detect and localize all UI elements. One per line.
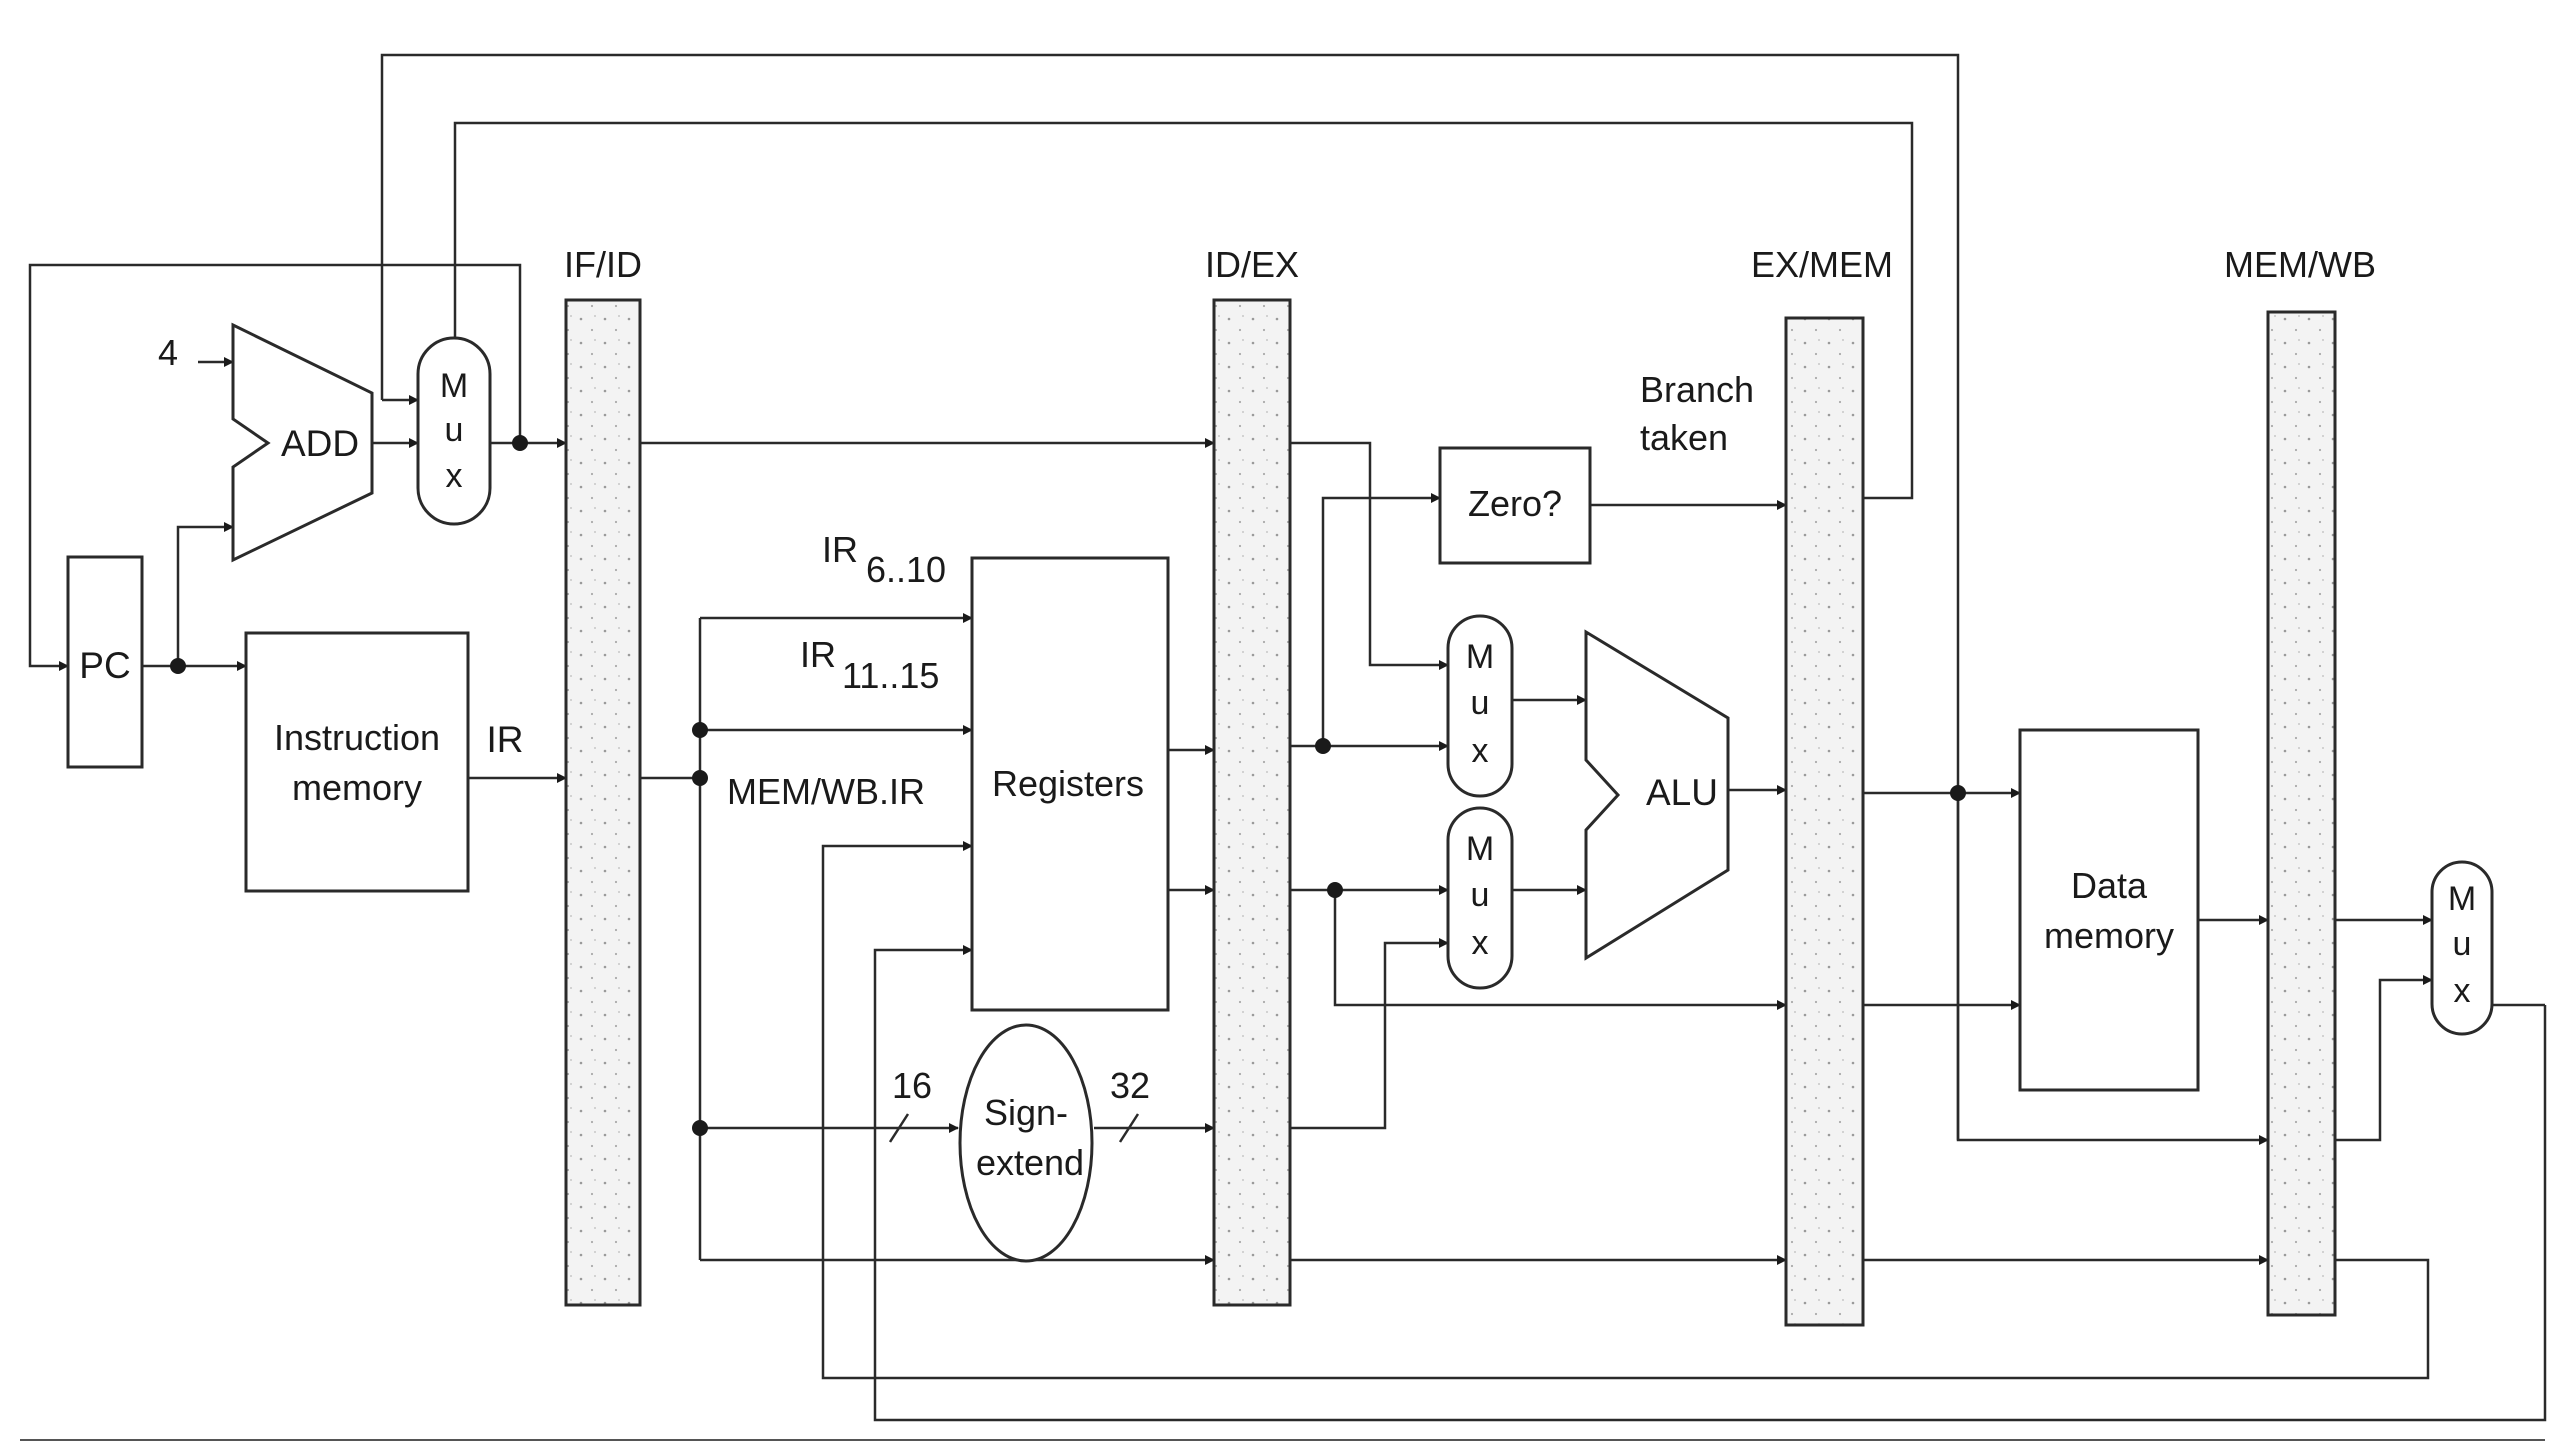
- alu-mux-a-letter-m: M: [1466, 638, 1494, 676]
- branch-taken-line1: Branch: [1640, 369, 1754, 410]
- writeback-mux-letter-u: u: [2453, 925, 2472, 963]
- pipeline-register-ex-mem: EX/MEM: [1751, 244, 1893, 1327]
- zero-label: Zero?: [1468, 483, 1562, 524]
- sign-extend-line1: Sign-: [984, 1092, 1068, 1133]
- mem-wb-ir-label: MEM/WB.IR: [727, 771, 925, 812]
- alu-mux-a-letter-u: u: [1471, 684, 1490, 722]
- add-label: ADD: [281, 423, 359, 464]
- ir-6-10-sub: 6..10: [866, 549, 946, 590]
- writeback-mux: M u x: [2430, 860, 2494, 1036]
- instruction-memory-line2: memory: [292, 767, 422, 808]
- zero-test: Zero?: [1438, 446, 1592, 565]
- pc-register: PC: [66, 555, 144, 769]
- bits-32-label: 32: [1110, 1065, 1150, 1106]
- data-memory-line1: Data: [2071, 865, 2148, 906]
- pc-label: PC: [79, 645, 130, 686]
- writeback-mux-letter-x: x: [2454, 972, 2471, 1010]
- pc-mux-letter-u: u: [445, 411, 464, 449]
- alu: ALU: [1584, 629, 1730, 961]
- data-memory-line2: memory: [2044, 915, 2174, 956]
- alu-mux-a: M u x: [1446, 614, 1514, 798]
- branch-taken-line2: taken: [1640, 417, 1728, 458]
- wires: [20, 53, 2547, 1441]
- alu-mux-b-letter-u: u: [1471, 876, 1490, 914]
- pipeline-register-mem-wb: MEM/WB: [2224, 244, 2376, 1317]
- junction-dots: [170, 435, 1966, 1136]
- register-file: Registers: [970, 556, 1170, 1012]
- writeback-mux-letter-m: M: [2448, 880, 2476, 918]
- pc-mux-letter-m: M: [440, 367, 468, 405]
- mem-wb-label: MEM/WB: [2224, 244, 2376, 285]
- pc-mux: M u x: [416, 336, 492, 526]
- data-memory: Data memory: [2018, 728, 2200, 1092]
- registers-label: Registers: [992, 763, 1144, 804]
- if-id-label: IF/ID: [564, 244, 642, 285]
- ir-label: IR: [487, 719, 524, 760]
- sign-extend-line2: extend: [976, 1142, 1084, 1183]
- alu-mux-a-letter-x: x: [1472, 732, 1489, 770]
- bits-16-label: 16: [892, 1065, 932, 1106]
- ir-11-15-sub: 11..15: [842, 655, 939, 696]
- ir-11-15-label: IR 11..15: [800, 634, 939, 696]
- instruction-memory: Instruction memory: [244, 631, 470, 893]
- adder: ADD 4: [158, 322, 374, 563]
- pipeline-register-if-id: IF/ID: [564, 244, 642, 1307]
- ir-6-10-label: IR 6..10: [822, 529, 946, 590]
- constant-four: 4: [158, 332, 178, 373]
- alu-mux-b-letter-x: x: [1472, 924, 1489, 962]
- branch-taken-label: Branch taken: [1640, 369, 1754, 458]
- ir-11-15-base: IR: [800, 634, 836, 675]
- alu-mux-b: M u x: [1446, 806, 1514, 990]
- id-ex-label: ID/EX: [1205, 244, 1299, 285]
- ir-6-10-base: IR: [822, 529, 858, 570]
- alu-mux-b-letter-m: M: [1466, 830, 1494, 868]
- pipeline-register-id-ex: ID/EX: [1205, 244, 1299, 1307]
- sign-extend-unit: Sign- extend: [958, 1023, 1094, 1263]
- instruction-memory-line1: Instruction: [274, 717, 440, 758]
- ex-mem-label: EX/MEM: [1751, 244, 1893, 285]
- alu-label: ALU: [1646, 772, 1718, 813]
- pc-mux-letter-x: x: [446, 457, 463, 495]
